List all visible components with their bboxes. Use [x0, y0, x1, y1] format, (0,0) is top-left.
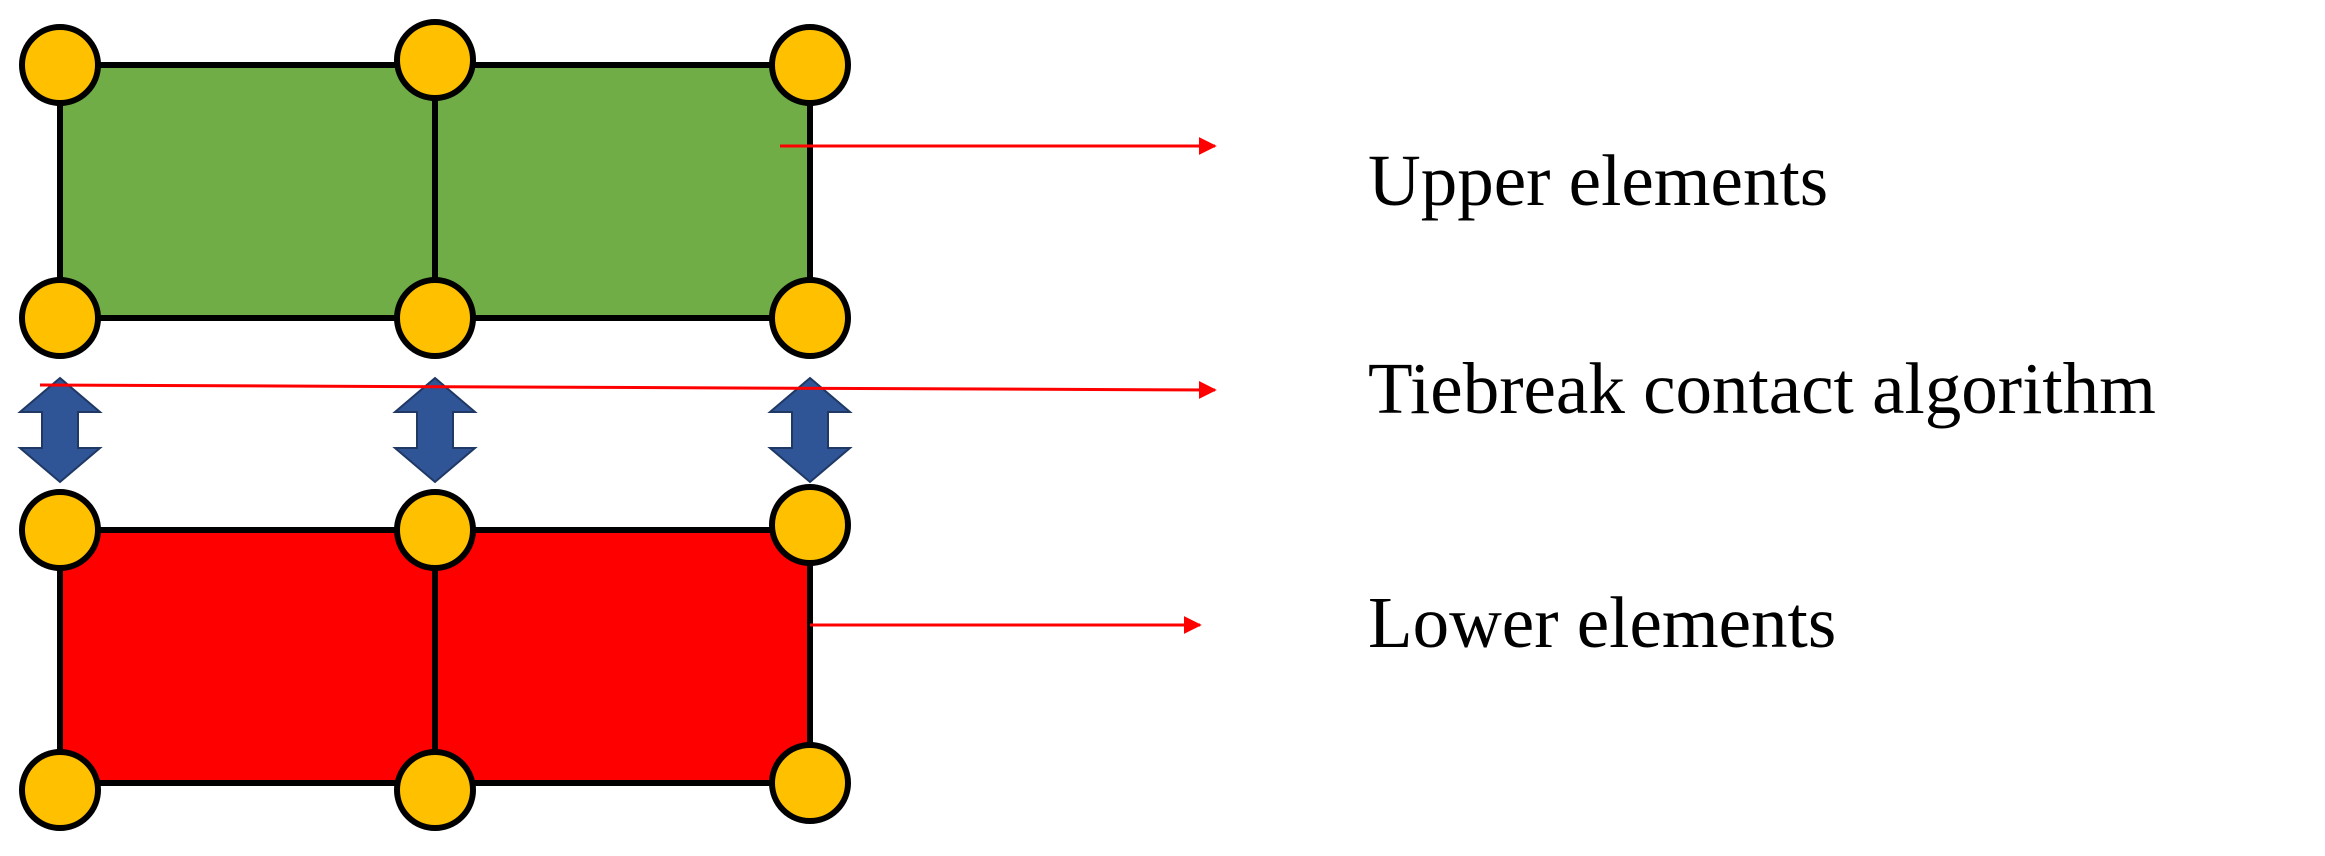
- contact-double-arrow-left: [17, 376, 103, 484]
- node: [769, 24, 851, 106]
- node: [394, 749, 476, 831]
- label-tiebreak-contact-algorithm: Tiebreak contact algorithm: [1368, 348, 2156, 429]
- node: [394, 19, 476, 101]
- node: [769, 277, 851, 359]
- contact-arrows: [17, 376, 853, 484]
- label-upper-elements: Upper elements: [1368, 140, 1828, 221]
- node: [769, 484, 851, 566]
- upper-element-right: [432, 62, 813, 321]
- node: [394, 277, 476, 359]
- lower-elements: [57, 527, 813, 786]
- pointer-arrows: [39, 137, 1217, 634]
- upper-element-left: [57, 62, 438, 321]
- node: [769, 742, 851, 824]
- contact-double-arrow-middle: [392, 376, 478, 484]
- node: [19, 24, 101, 106]
- node: [19, 489, 101, 571]
- pointer-arrow-tiebreak: [39, 380, 1217, 399]
- lower-element-left: [57, 527, 438, 786]
- lower-element-right: [432, 527, 813, 786]
- nodes: [19, 19, 851, 831]
- label-lower-elements: Lower elements: [1368, 582, 1836, 663]
- node: [19, 277, 101, 359]
- upper-elements: [57, 62, 813, 321]
- contact-double-arrow-right: [767, 376, 853, 484]
- node: [19, 749, 101, 831]
- node: [394, 489, 476, 571]
